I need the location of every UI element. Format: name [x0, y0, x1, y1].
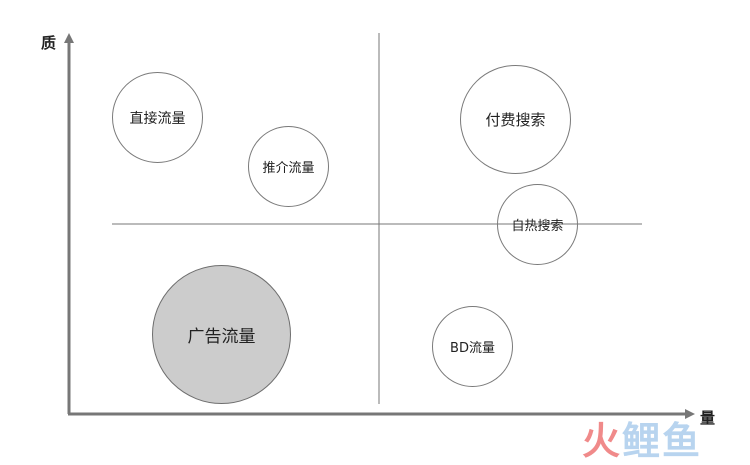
bubble-ad-traffic: 广告流量: [152, 265, 291, 404]
bubble-label: 付费搜索: [485, 111, 546, 129]
bubble-label: 直接流量: [129, 110, 186, 127]
bubble-direct-traffic: 直接流量: [112, 72, 203, 163]
bubble-label: 广告流量: [187, 327, 256, 347]
bubble-label: 自热搜索: [511, 219, 564, 234]
bubble-organic-search: 自热搜索: [497, 184, 578, 265]
bubble-label: BD流量: [450, 341, 495, 356]
watermark-logo: 火鲤鱼: [582, 419, 703, 463]
bubble-bd-traffic: BD流量: [432, 306, 513, 387]
bubble-referral-traffic: 推介流量: [248, 126, 329, 207]
x-axis-label: 量: [700, 409, 716, 427]
y-axis-label: 质: [41, 34, 57, 52]
bubble-paid-search: 付费搜索: [460, 65, 571, 174]
bubble-label: 推介流量: [262, 161, 315, 176]
